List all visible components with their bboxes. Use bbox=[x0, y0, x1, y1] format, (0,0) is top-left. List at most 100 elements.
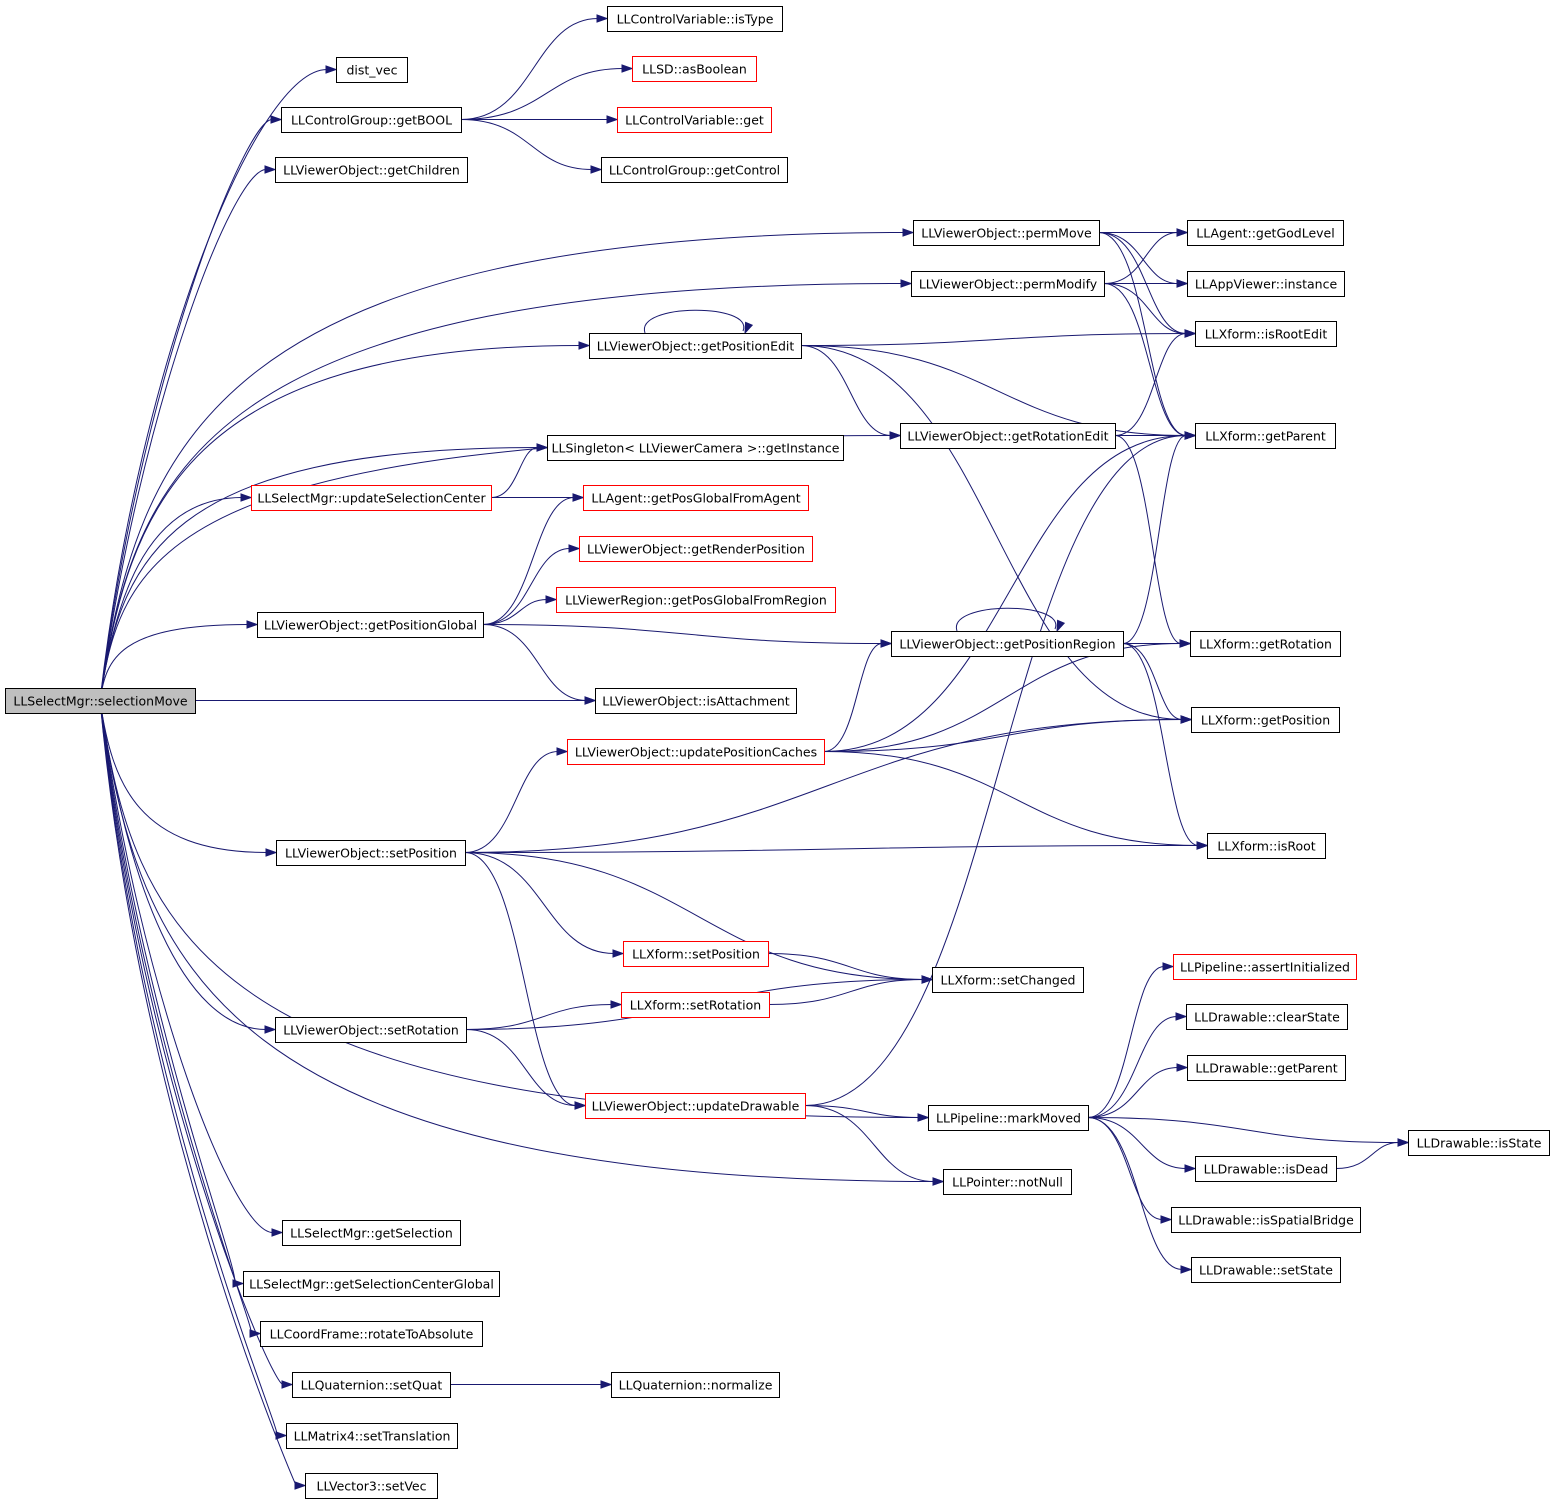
edge-xf-setRotation-to-xf-setChanged bbox=[768, 979, 924, 1005]
node-v3-setVec[interactable]: LLVector3::setVec bbox=[305, 1473, 438, 1499]
edge-selectionMove-to-vo-getChildren-arrowhead bbox=[264, 165, 277, 174]
node-xf-getParent[interactable]: LLXform::getParent bbox=[1195, 423, 1336, 449]
node-label: LLDrawable::getParent bbox=[1195, 1061, 1337, 1076]
edge-selectionMove-to-cf-rotateToAbsolute bbox=[99, 700, 252, 1334]
edge-vo-updateDrawable-to-ptr-notNull-arrowhead bbox=[932, 1177, 945, 1186]
edge-pl-markMoved-to-dr-getParent bbox=[1087, 1067, 1179, 1118]
node-label: LLSelectMgr::getSelection bbox=[290, 1226, 453, 1241]
edge-dr-isDead-to-dr-isState-arrowhead bbox=[1397, 1138, 1410, 1147]
node-singleton-getInstance[interactable]: LLSingleton< LLViewerCamera >::getInstan… bbox=[547, 435, 844, 461]
node-xf-setRotation[interactable]: LLXform::setRotation bbox=[621, 992, 770, 1018]
node-cv-get[interactable]: LLControlVariable::get bbox=[617, 107, 772, 133]
node-vo-permMove[interactable]: LLViewerObject::permMove bbox=[913, 220, 1100, 246]
edge-vo-permModify-to-xf-isRootEdit bbox=[1103, 283, 1187, 334]
edge-vo-setPosition-to-xf-isRoot bbox=[464, 845, 1199, 853]
edge-cg-getBOOL-to-sd-asBoolean bbox=[460, 68, 624, 120]
edge-vo-getPositionGlobal-to-vo-getRenderPosition-arrowhead bbox=[568, 544, 581, 553]
node-vr-getPosGlobalFromRegion[interactable]: LLViewerRegion::getPosGlobalFromRegion bbox=[556, 587, 836, 613]
node-dist-vec[interactable]: dist_vec bbox=[336, 57, 408, 83]
node-xf-getRotation[interactable]: LLXform::getRotation bbox=[1190, 631, 1341, 657]
node-box bbox=[1408, 1130, 1550, 1156]
edge-selectionMove-to-sm-updateSelectionCenter bbox=[99, 497, 243, 701]
node-label: LLViewerObject::permMove bbox=[921, 226, 1092, 241]
node-box bbox=[257, 612, 484, 638]
node-dr-setState[interactable]: LLDrawable::setState bbox=[1191, 1257, 1341, 1283]
node-sm-getSelectionCenterGlobal[interactable]: LLSelectMgr::getSelectionCenterGlobal bbox=[243, 1271, 500, 1297]
node-label: LLAgent::getGodLevel bbox=[1196, 226, 1334, 241]
node-label: LLXform::isRootEdit bbox=[1205, 327, 1328, 342]
edge-vo-getPositionEdit-to-vo-getPositionEdit bbox=[644, 309, 745, 334]
edge-vo-updateDrawable-to-pl-markMoved bbox=[804, 1105, 920, 1118]
edge-selectionMove-to-vo-setPosition bbox=[99, 700, 268, 853]
node-vo-setPosition[interactable]: LLViewerObject::setPosition bbox=[276, 840, 466, 866]
node-box bbox=[1191, 707, 1340, 733]
edge-pl-markMoved-to-pl-assertInitialized-arrowhead bbox=[1162, 962, 1175, 971]
node-agent-getGodLevel[interactable]: LLAgent::getGodLevel bbox=[1187, 220, 1344, 246]
node-appviewer-instance[interactable]: LLAppViewer::instance bbox=[1187, 271, 1345, 297]
node-box bbox=[1191, 1257, 1341, 1283]
node-dr-getParent[interactable]: LLDrawable::getParent bbox=[1187, 1055, 1346, 1081]
node-sm-updateSelectionCenter[interactable]: LLSelectMgr::updateSelectionCenter bbox=[251, 485, 492, 511]
node-vo-permModify[interactable]: LLViewerObject::permModify bbox=[911, 271, 1105, 297]
node-ptr-notNull[interactable]: LLPointer::notNull bbox=[943, 1169, 1072, 1195]
node-q-normalize[interactable]: LLQuaternion::normalize bbox=[611, 1372, 780, 1398]
node-label: LLQuaternion::normalize bbox=[619, 1378, 773, 1393]
node-vo-isAttachment[interactable]: LLViewerObject::isAttachment bbox=[595, 688, 797, 714]
node-label: LLXform::getParent bbox=[1205, 429, 1326, 444]
node-label: LLQuaternion::setQuat bbox=[301, 1378, 443, 1393]
node-cv-isType[interactable]: LLControlVariable::isType bbox=[607, 6, 783, 32]
node-agent-getPosGlobalFromAgent[interactable]: LLAgent::getPosGlobalFromAgent bbox=[583, 485, 809, 511]
node-label: LLAppViewer::instance bbox=[1195, 277, 1338, 292]
node-xf-isRootEdit[interactable]: LLXform::isRootEdit bbox=[1195, 321, 1337, 347]
edge-vo-setRotation-to-xf-setRotation-arrowhead bbox=[610, 1000, 623, 1009]
node-label: LLViewerObject::updateDrawable bbox=[592, 1099, 800, 1114]
node-label: LLControlVariable::isType bbox=[617, 12, 774, 27]
node-dr-isSpatialBridge[interactable]: LLDrawable::isSpatialBridge bbox=[1171, 1207, 1361, 1233]
node-q-setQuat[interactable]: LLQuaternion::setQuat bbox=[292, 1372, 451, 1398]
node-vo-setRotation[interactable]: LLViewerObject::setRotation bbox=[275, 1017, 467, 1043]
node-vo-getPositionGlobal[interactable]: LLViewerObject::getPositionGlobal bbox=[257, 612, 484, 638]
node-dr-isState[interactable]: LLDrawable::isState bbox=[1408, 1130, 1550, 1156]
node-xf-setChanged[interactable]: LLXform::setChanged bbox=[932, 967, 1084, 993]
node-vo-updateDrawable[interactable]: LLViewerObject::updateDrawable bbox=[585, 1093, 806, 1119]
edge-selectionMove-to-cg-getBOOL bbox=[99, 119, 273, 701]
node-vo-getChildren[interactable]: LLViewerObject::getChildren bbox=[275, 157, 468, 183]
node-cg-getControl[interactable]: LLControlGroup::getControl bbox=[601, 157, 788, 183]
node-xf-setPosition[interactable]: LLXform::setPosition bbox=[623, 941, 769, 967]
node-vo-getPositionEdit[interactable]: LLViewerObject::getPositionEdit bbox=[589, 333, 802, 359]
node-label: dist_vec bbox=[346, 63, 397, 78]
edge-cg-getBOOL-to-cv-isType bbox=[460, 18, 599, 120]
node-box bbox=[1207, 833, 1326, 859]
edge-vo-getPositionGlobal-to-vo-isAttachment-arrowhead bbox=[584, 696, 597, 705]
edge-selectionMove-to-dist-vec-arrowhead bbox=[325, 65, 338, 74]
node-vo-updatePositionCaches[interactable]: LLViewerObject::updatePositionCaches bbox=[567, 739, 825, 765]
node-selectionMove[interactable]: LLSelectMgr::selectionMove bbox=[5, 688, 196, 714]
edge-selectionMove-to-sm-getSelection-arrowhead bbox=[271, 1228, 284, 1237]
node-vo-getRotationEdit[interactable]: LLViewerObject::getRotationEdit bbox=[900, 423, 1116, 449]
node-sd-asBoolean[interactable]: LLSD::asBoolean bbox=[632, 56, 757, 82]
node-cf-rotateToAbsolute[interactable]: LLCoordFrame::rotateToAbsolute bbox=[260, 1321, 483, 1347]
node-pl-markMoved[interactable]: LLPipeline::markMoved bbox=[928, 1105, 1089, 1131]
edge-selectionMove-to-vo-getPositionEdit bbox=[99, 345, 581, 701]
node-cg-getBOOL[interactable]: LLControlGroup::getBOOL bbox=[281, 107, 462, 133]
edge-vo-setRotation-to-xf-setRotation bbox=[465, 1004, 613, 1030]
node-box bbox=[547, 435, 844, 461]
node-m4-setTranslation[interactable]: LLMatrix4::setTranslation bbox=[286, 1423, 458, 1449]
node-label: LLAgent::getPosGlobalFromAgent bbox=[591, 491, 800, 506]
node-box bbox=[928, 1105, 1089, 1131]
node-box bbox=[1195, 321, 1337, 347]
node-xf-isRoot[interactable]: LLXform::isRoot bbox=[1207, 833, 1326, 859]
node-vo-getPositionRegion[interactable]: LLViewerObject::getPositionRegion bbox=[891, 631, 1124, 657]
node-label: LLViewerRegion::getPosGlobalFromRegion bbox=[565, 593, 827, 608]
node-dr-clearState[interactable]: LLDrawable::clearState bbox=[1186, 1004, 1348, 1030]
node-label: LLDrawable::isSpatialBridge bbox=[1178, 1213, 1354, 1228]
edge-pl-markMoved-to-pl-assertInitialized bbox=[1087, 966, 1165, 1118]
node-dr-isDead[interactable]: LLDrawable::isDead bbox=[1195, 1156, 1337, 1182]
node-vo-getRenderPosition[interactable]: LLViewerObject::getRenderPosition bbox=[579, 536, 813, 562]
node-sm-getSelection[interactable]: LLSelectMgr::getSelection bbox=[282, 1220, 461, 1246]
node-label: LLViewerObject::getPositionGlobal bbox=[264, 618, 477, 633]
edge-q-setQuat-to-q-normalize-arrowhead bbox=[600, 1380, 613, 1389]
node-xf-getPosition[interactable]: LLXform::getPosition bbox=[1191, 707, 1340, 733]
node-pl-assertInitialized[interactable]: LLPipeline::assertInitialized bbox=[1173, 954, 1357, 980]
